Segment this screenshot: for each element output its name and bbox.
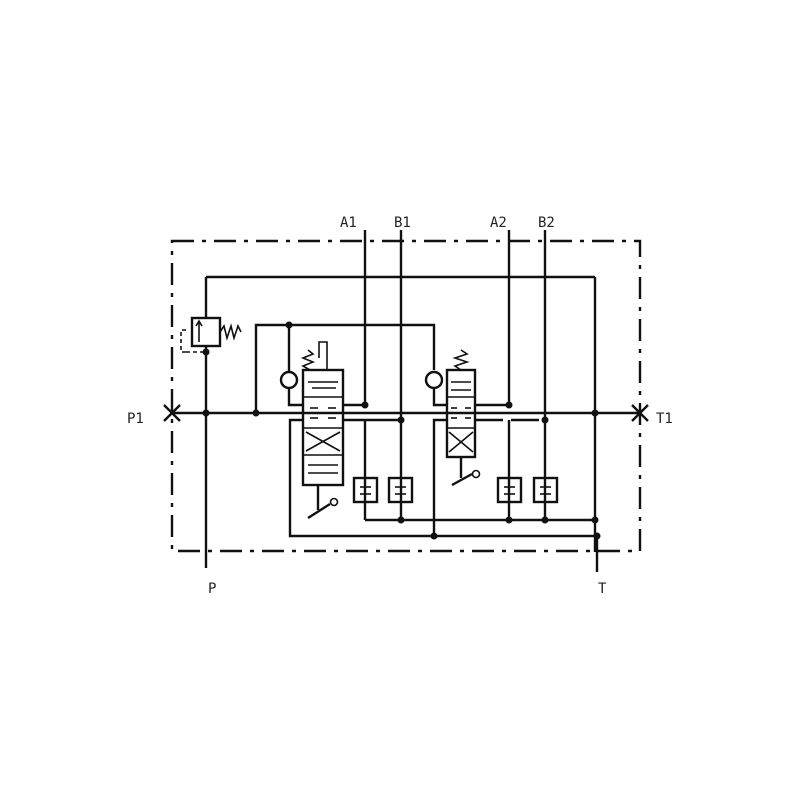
port-label-t1: T1 — [656, 411, 673, 427]
directional-valve-2-icon — [445, 349, 481, 487]
parallel-feed-line — [254, 323, 436, 413]
port-label-t: T — [598, 581, 607, 597]
junction-dots — [202, 321, 601, 540]
check-out-line-2 — [432, 388, 447, 407]
port-check-a2-icon — [496, 476, 523, 504]
tank-gallery-valve2 — [432, 418, 447, 536]
port-check-a1-icon — [352, 476, 379, 504]
relief-valve-icon — [180, 316, 242, 353]
t1-port-plug-icon — [631, 404, 649, 422]
p1-port-plug-icon — [163, 404, 181, 422]
port-label-b2: B2 — [538, 215, 555, 231]
port-label-a2: A2 — [490, 215, 507, 231]
valve-block-boundary — [170, 239, 642, 553]
port-label-b1: B1 — [394, 215, 411, 231]
port-check-b2-icon — [532, 476, 559, 504]
port-check-b1-icon — [387, 476, 414, 504]
port-label-p: P — [208, 581, 216, 597]
tank-gallery-lower — [288, 418, 597, 538]
port-label-a1: A1 — [340, 215, 357, 231]
check-out-line-1 — [287, 388, 303, 407]
check-valve-2-icon — [424, 370, 444, 390]
port-label-p1: P1 — [127, 411, 144, 427]
check-valve-1-icon — [279, 370, 299, 390]
directional-valve-1-icon — [300, 341, 345, 520]
